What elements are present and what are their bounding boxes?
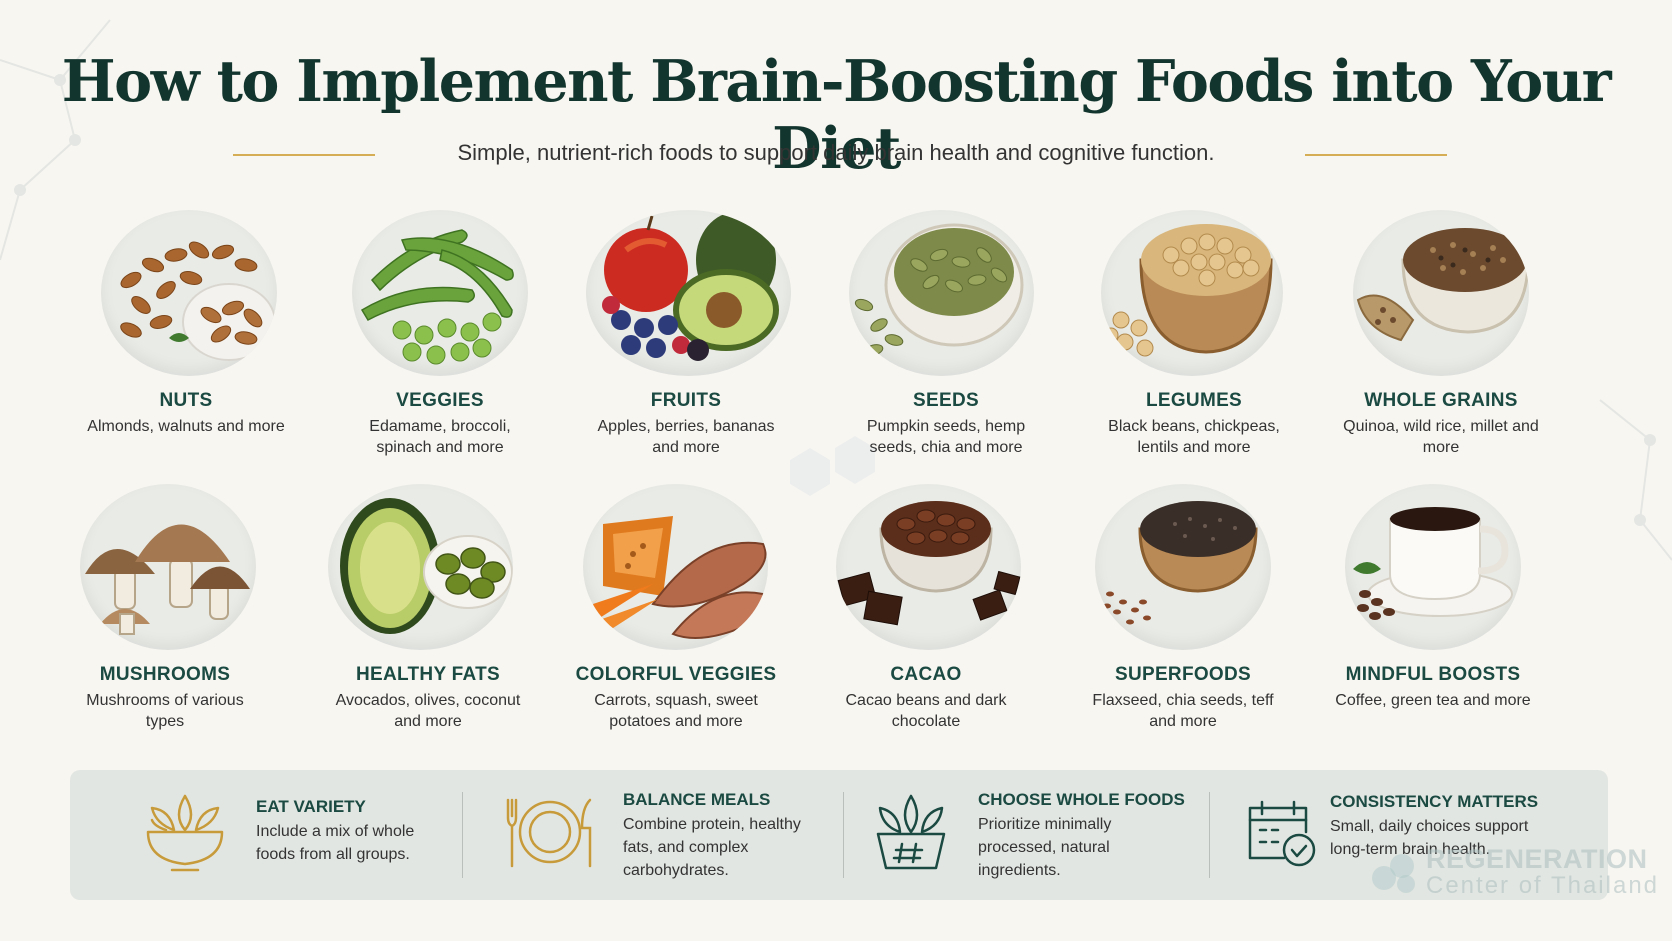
food-name: HEALTHY FATS (356, 664, 500, 685)
watermark: REGENERATION Center of Thailand (1370, 842, 1657, 902)
fruits-image (586, 210, 791, 376)
food-description: Edamame, broccoli, spinach and more (369, 418, 511, 456)
coffee-image (1345, 484, 1521, 650)
subtitle-row: Simple, nutrient-rich foods to support d… (0, 140, 1672, 176)
divider-right (1305, 154, 1447, 156)
watermark-line2: Center of Thailand (1426, 872, 1660, 899)
food-description: Almonds, walnuts and more (87, 418, 285, 435)
tip-title: EAT VARIETY (256, 797, 366, 816)
nuts-image (101, 210, 277, 376)
tip-separator (1209, 792, 1210, 878)
food-name: LEGUMES (1145, 390, 1243, 411)
food-name: COLORFUL VEGGIES (575, 664, 777, 685)
food-name: NUTS (159, 390, 213, 411)
tip-text: Prioritize minimally processed, natural … (978, 816, 1112, 879)
food-name: CACAO (890, 664, 962, 685)
tip-title: CONSISTENCY MATTERS (1330, 792, 1539, 811)
grains-image (1353, 210, 1529, 376)
seeds-image (849, 210, 1034, 376)
cacao-image (836, 484, 1021, 650)
tips-panel: EAT VARIETY Include a mix of whole foods… (70, 770, 1608, 900)
watermark-logo-icon (1372, 854, 1415, 893)
carrots-squash-image (583, 484, 768, 650)
food-description: Quinoa, wild rice, millet and more (1343, 418, 1539, 456)
food-description: Mushrooms of various types (86, 692, 244, 730)
tip-separator (462, 792, 463, 878)
food-description: Black beans, chickpeas, lentils and more (1108, 418, 1280, 456)
food-name: MINDFUL BOOSTS (1345, 664, 1521, 685)
food-description: Avocados, olives, coconut and more (335, 692, 521, 730)
page-subtitle: Simple, nutrient-rich foods to support d… (457, 140, 1215, 165)
tip-choose-whole-foods: CHOOSE WHOLE FOODS Prioritize minimally … (850, 770, 1220, 900)
tip-title: CHOOSE WHOLE FOODS (978, 790, 1185, 809)
food-name: SEEDS (913, 390, 979, 411)
tip-consistency-matters: CONSISTENCY MATTERS Small, daily choices… (1218, 770, 1598, 900)
page-title: How to Implement Brain-Boosting Foods in… (61, 48, 1612, 182)
food-name: VEGGIES (396, 390, 484, 411)
watermark-line1: REGENERATION (1426, 844, 1648, 874)
food-description: Cacao beans and dark chocolate (845, 692, 1007, 730)
food-name: FRUITS (650, 390, 722, 411)
food-description: Apples, berries, bananas and more (597, 418, 775, 456)
tip-eat-variety: EAT VARIETY Include a mix of whole foods… (70, 770, 440, 900)
food-description: Carrots, squash, sweet potatoes and more (594, 692, 758, 730)
divider-left (233, 154, 375, 156)
tip-title: BALANCE MEALS (623, 790, 771, 809)
basket-icon (876, 794, 946, 870)
superfoods-image (1095, 484, 1271, 650)
tip-text: Combine protein, healthy fats, and compl… (623, 816, 801, 879)
legumes-image (1101, 210, 1283, 376)
food-name: WHOLE GRAINS (1364, 390, 1518, 411)
food-name: MUSHROOMS (99, 664, 231, 685)
food-description: Flaxseed, chia seeds, teff and more (1092, 692, 1274, 730)
food-description: Pumpkin seeds, hemp seeds, chia and more (866, 418, 1026, 456)
food-name: SUPERFOODS (1114, 664, 1252, 685)
plate-icon (506, 798, 592, 868)
edamame-image (352, 210, 528, 376)
avocado-olives-image (328, 484, 513, 650)
tip-balance-meals: BALANCE MEALS Combine protein, healthy f… (470, 770, 840, 900)
tip-text: Small, daily choices support long-term b… (1330, 818, 1529, 858)
tip-text: Include a mix of whole foods from all gr… (256, 823, 415, 863)
food-description: Coffee, green tea and more (1335, 692, 1531, 709)
calendar-check-icon (1248, 800, 1316, 867)
bowl-icon (146, 794, 224, 872)
mushrooms-image (80, 484, 256, 650)
tip-separator (843, 792, 844, 878)
